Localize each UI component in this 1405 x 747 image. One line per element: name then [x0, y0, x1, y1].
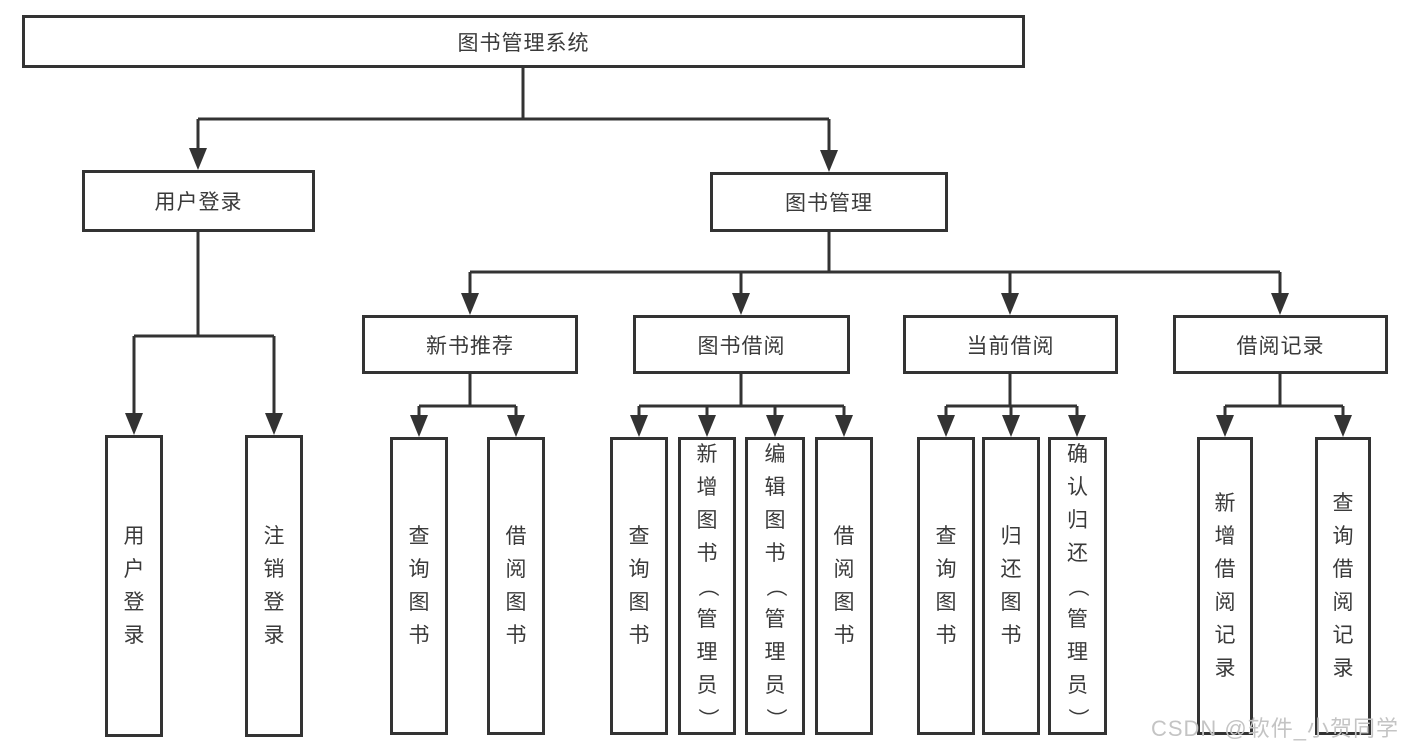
- node-new-book: 新书推荐: [362, 315, 578, 374]
- leaf-record-query: 查询借阅记录: [1315, 437, 1371, 735]
- node-current-borrow: 当前借阅: [903, 315, 1118, 374]
- leaf-current-return: 归还图书: [982, 437, 1040, 735]
- leaf-user-login: 用户登录: [105, 435, 163, 737]
- leaf-newbook-query: 查询图书: [390, 437, 448, 735]
- leaf-borrow-add-label: 新增图书（管理员）: [695, 442, 719, 729]
- leaf-borrow-query-label: 查询图书: [628, 525, 650, 647]
- leaf-newbook-query-label: 查询图书: [408, 525, 430, 647]
- leaf-borrow-query: 查询图书: [610, 437, 668, 735]
- leaf-current-confirm-label: 确认归还（管理员）: [1066, 442, 1089, 729]
- leaf-record-query-label: 查询借阅记录: [1332, 492, 1354, 680]
- node-book-mgmt: 图书管理: [710, 172, 948, 232]
- leaf-record-add-label: 新增借阅记录: [1214, 492, 1236, 680]
- leaf-record-add: 新增借阅记录: [1197, 437, 1253, 735]
- leaf-borrow-edit-label: 编辑图书（管理员）: [763, 442, 787, 729]
- arrowheads: [125, 148, 1352, 437]
- leaf-current-confirm: 确认归还（管理员）: [1048, 437, 1107, 735]
- node-borrow-record-label: 借阅记录: [1236, 334, 1325, 358]
- node-root: 图书管理系统: [22, 15, 1025, 68]
- leaf-current-return-label: 归还图书: [1000, 525, 1022, 647]
- node-user-login: 用户登录: [82, 170, 315, 232]
- leaf-borrow-book-label: 借阅图书: [833, 525, 855, 647]
- leaf-current-query-label: 查询图书: [935, 525, 957, 647]
- node-user-login-label: 用户登录: [154, 191, 243, 214]
- node-book-borrow-label: 图书借阅: [697, 334, 786, 358]
- leaf-newbook-borrow: 借阅图书: [487, 437, 545, 735]
- leaf-logout: 注销登录: [245, 435, 303, 737]
- leaf-borrow-edit: 编辑图书（管理员）: [745, 437, 805, 735]
- node-root-label: 图书管理系统: [457, 31, 590, 55]
- node-new-book-label: 新书推荐: [426, 334, 514, 358]
- node-book-borrow: 图书借阅: [633, 315, 850, 374]
- leaf-borrow-add: 新增图书（管理员）: [678, 437, 736, 735]
- leaf-logout-label: 注销登录: [263, 525, 285, 647]
- leaf-current-query: 查询图书: [917, 437, 975, 735]
- node-book-mgmt-label: 图书管理: [785, 192, 873, 215]
- node-current-borrow-label: 当前借阅: [966, 334, 1055, 358]
- csdn-watermark: CSDN @软件_小贺同学: [1150, 716, 1399, 741]
- leaf-borrow-book: 借阅图书: [815, 437, 873, 735]
- node-borrow-record: 借阅记录: [1173, 315, 1388, 374]
- leaf-newbook-borrow-label: 借阅图书: [505, 525, 527, 647]
- leaf-user-login-label: 用户登录: [123, 525, 145, 647]
